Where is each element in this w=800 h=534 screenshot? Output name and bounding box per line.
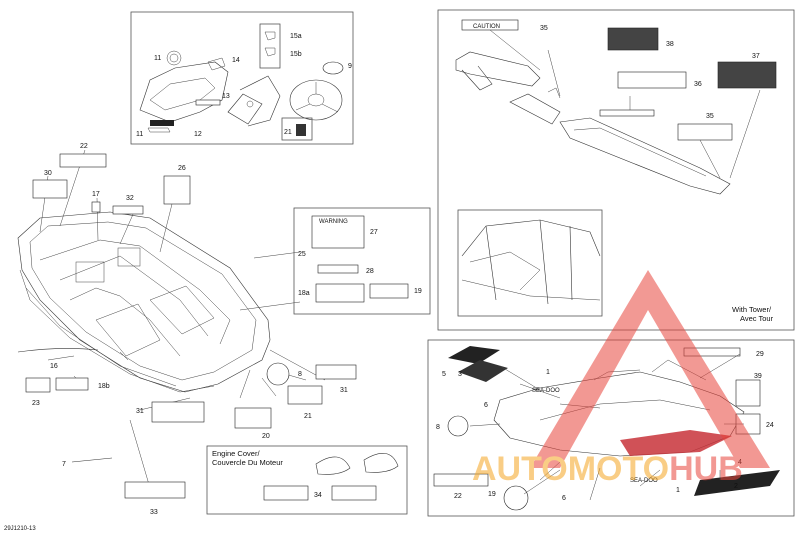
callout-7: 7 <box>62 461 66 468</box>
callout-38: 36 <box>694 81 702 88</box>
callout-1b: 1 <box>676 487 680 494</box>
callout-31: 29 <box>756 351 764 358</box>
callout-36: 34 <box>314 492 322 499</box>
tower-panel <box>437 9 795 331</box>
callout-11: 11 <box>136 131 143 138</box>
callout-37b: 35 <box>706 113 714 120</box>
decal-22 <box>234 407 272 429</box>
side-view-panel <box>427 339 795 517</box>
callout-29: 27 <box>370 229 378 236</box>
callout-18b: 19 <box>414 288 422 295</box>
decal-28 <box>163 175 191 205</box>
callout-27: 25 <box>298 251 306 258</box>
decal-16 <box>17 348 99 353</box>
decal-17 <box>91 201 101 213</box>
callout-26: 24 <box>766 422 774 429</box>
callout-3: 3 <box>458 371 462 378</box>
watermark: AUTOMOTOHUB <box>472 270 770 488</box>
diagram-code: 29J1210-13 <box>4 526 36 532</box>
engine-cover-caption-en: Engine Cover/ <box>212 449 260 458</box>
callout-labels: 11 14 13 11 12 15a 15b 9 21 22 30 17 32 … <box>32 25 774 516</box>
callout-32: 30 <box>44 170 52 177</box>
callout-13: 13 <box>222 93 230 100</box>
decal-8-gauge <box>266 362 290 386</box>
decal-7 <box>71 457 113 463</box>
decal-33b <box>315 364 357 380</box>
callout-17: 17 <box>92 191 100 198</box>
callout-37a: 35 <box>540 25 548 32</box>
callout-30: 28 <box>366 268 374 275</box>
callout-19: 18b <box>98 383 110 390</box>
callout-14: 14 <box>232 57 240 64</box>
callout-24: 22 <box>80 143 88 150</box>
decal-32 <box>32 179 68 199</box>
decal-35 <box>124 481 186 499</box>
callout-40: 38 <box>666 41 674 48</box>
callout-22: 20 <box>262 433 270 440</box>
boat-main-view <box>17 149 326 489</box>
callout-33a: 31 <box>136 408 144 415</box>
tower-caption-fr: Avec Tour <box>740 314 774 323</box>
callout-6a: 6 <box>484 402 488 409</box>
brand-mark-hull: SEA-DOO <box>630 478 658 484</box>
callout-34: 32 <box>126 195 134 202</box>
callout-25: 23 <box>32 400 40 407</box>
callout-9: 9 <box>348 63 352 70</box>
callout-21: 19 <box>488 491 496 498</box>
callout-2: 2 <box>734 483 738 490</box>
callout-16: 16 <box>50 363 58 370</box>
dashboard-panel <box>130 11 354 145</box>
engine-cover-caption-fr: Couvercle Du Moteur <box>212 458 283 467</box>
callout-8a: 8 <box>298 371 302 378</box>
callout-28: 26 <box>178 165 186 172</box>
callout-15a: 15a <box>290 33 302 40</box>
engine-cover-panel <box>206 445 408 515</box>
callout-15b: 15b <box>290 51 302 58</box>
caution-header: CAUTION <box>473 24 500 30</box>
callout-8b: 8 <box>436 424 440 431</box>
callout-39: 37 <box>752 53 760 60</box>
callout-23: 21 <box>304 413 312 420</box>
decal-23 <box>287 385 323 405</box>
callout-18a: 18a <box>298 290 310 297</box>
watermark-text-orange: AUTO <box>472 450 568 488</box>
watermark-text-red: HUB <box>669 450 743 488</box>
callout-33b: 31 <box>340 387 348 394</box>
callout-35: 33 <box>150 509 158 516</box>
brand-mark-side: SEA-DOO <box>532 388 560 394</box>
decal-19 <box>55 377 89 391</box>
callout-20: 21 <box>284 129 292 136</box>
callout-41: 39 <box>754 373 762 380</box>
callout-10: 11 <box>154 55 161 62</box>
callout-1a: 1 <box>546 369 550 376</box>
tower-caption-en: With Tower/ <box>732 305 772 314</box>
warning-header: WARNING <box>319 219 348 225</box>
watermark-triangle <box>530 270 770 468</box>
watermark-text: AUTOMOTOHUB <box>472 450 743 488</box>
watermark-text-mid: MOTO <box>568 450 669 488</box>
callout-24b: 22 <box>454 493 462 500</box>
callout-6b: 6 <box>562 495 566 502</box>
callout-5: 5 <box>442 371 446 378</box>
decal-34 <box>112 205 144 215</box>
decal-25 <box>25 377 51 393</box>
decal-24 <box>59 153 107 168</box>
decal-set-panel <box>293 207 431 315</box>
decal-33a <box>151 401 205 423</box>
callout-12: 12 <box>194 131 202 138</box>
